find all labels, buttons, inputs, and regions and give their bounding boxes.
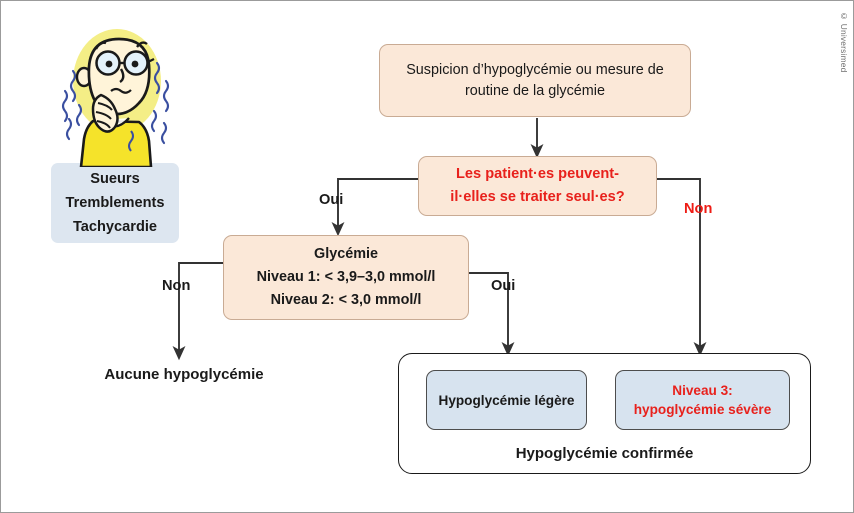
node-symptoms-box: Sueurs Tremblements Tachycardie: [51, 163, 179, 243]
connector-glycemie-oui-to-confirmed: [469, 272, 515, 357]
edge-label-non-glycemie: Non: [162, 278, 191, 294]
node-mild-hypoglycemia: Hypoglycémie légère: [426, 370, 587, 430]
glycemie-line-1: Glycémie: [314, 246, 378, 262]
severe-line-2: hypoglycémie sévère: [633, 402, 772, 417]
suspicion-line-2: routine de la glycémie: [465, 82, 605, 99]
suspicion-line-1: Suspicion d’hypoglycémie ou mesure de: [406, 61, 664, 78]
label-hypoglycemia-confirmed: Hypoglycémie confirmée: [398, 442, 811, 464]
confirmed-label: Hypoglycémie confirmée: [515, 444, 694, 462]
mild-label: Hypoglycémie légère: [438, 392, 575, 408]
trembling-patient-illustration: [61, 29, 170, 167]
glycemie-line-3: Niveau 2: < 3,0 mmol/l: [270, 292, 422, 308]
label-no-hypoglycemia: Aucune hypoglycémie: [89, 363, 279, 385]
node-decision-self-treat: Les patient·es peuvent- il·elles se trai…: [418, 156, 657, 216]
edge-label-oui-glycemie: Oui: [491, 278, 516, 294]
symptom-tachycardie: Tachycardie: [72, 219, 158, 235]
edge-label-non-decision: Non: [684, 201, 713, 217]
connector-decision-oui-to-glycemie: [331, 178, 418, 237]
decision-line-2: il·elles se traiter seul·es?: [450, 189, 625, 205]
connector-decision-non-to-confirmed: [657, 178, 707, 357]
node-severe-hypoglycemia: Niveau 3: hypoglycémie sévère: [615, 370, 790, 430]
severe-line-1: Niveau 3:: [672, 383, 733, 398]
decision-line-1: Les patient·es peuvent-: [456, 166, 619, 182]
glycemie-line-2: Niveau 1: < 3,9–3,0 mmol/l: [256, 269, 436, 285]
connector-glycemie-non-to-none: [172, 262, 223, 361]
node-suspicion-box: Suspicion d’hypoglycémie ou mesure de ro…: [379, 44, 691, 117]
edge-label-oui-decision: Oui: [319, 192, 344, 208]
none-label: Aucune hypoglycémie: [104, 365, 264, 383]
symptom-sueurs: Sueurs: [90, 171, 140, 187]
symptom-tremblements: Tremblements: [65, 195, 165, 211]
node-glycemie-levels: Glycémie Niveau 1: < 3,9–3,0 mmol/l Nive…: [223, 235, 469, 320]
copyright-credit: © Universimed: [839, 11, 849, 73]
